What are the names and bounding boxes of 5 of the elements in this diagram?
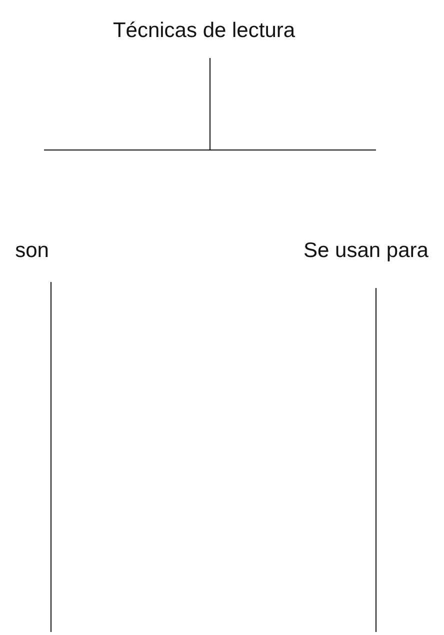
concept-label: son (15, 238, 49, 264)
concept-label: Se usan para (304, 238, 428, 264)
connector-line (50, 282, 52, 632)
connector-line (44, 58, 376, 150)
concept-label: Técnicas de lectura (112, 18, 296, 44)
